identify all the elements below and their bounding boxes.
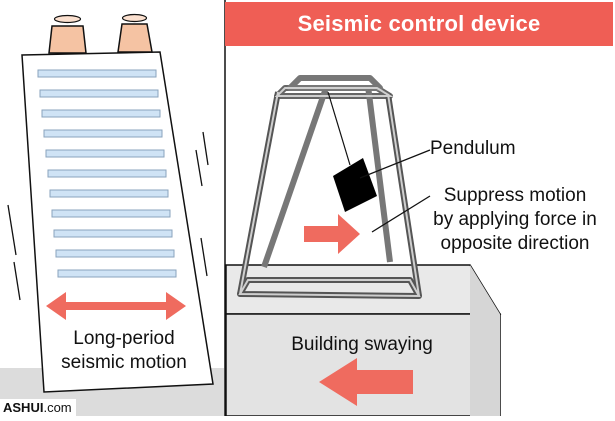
floor-side [470,265,500,416]
motion-line [7,204,17,256]
window-strip [47,169,167,178]
roof-pod-top [121,13,148,23]
motion-line [13,261,21,301]
suppress-motion-label: Suppress motion by applying force in opp… [420,184,610,256]
motion-line [200,237,208,277]
window-strip [53,229,173,238]
watermark-brand: ASHUI [3,400,44,415]
window-strip [49,189,169,198]
tower-frame [237,75,422,299]
long-period-label: Long-period seismic motion [40,327,208,375]
building-swaying-label: Building swaying [291,334,433,355]
suppress-line-3: opposite direction [440,233,590,254]
roof-pod [48,25,87,54]
window-strip [55,249,175,258]
sway-arrow-left [319,358,413,406]
suppress-line-2: by applying force in [433,209,597,230]
pendulum-string [327,91,351,166]
motion-line [202,131,209,166]
long-period-line-2: seismic motion [61,352,187,373]
window-strip [37,69,157,78]
pendulum-leader-line [359,149,431,179]
floor-block [225,264,502,417]
force-arrow-right [304,214,360,254]
double-arrow [46,292,186,320]
watermark: ASHUI.com [0,399,76,416]
floor-top [225,264,502,315]
window-strip [51,209,171,218]
window-strip [39,89,159,98]
pendulum [327,91,377,212]
window-strip [41,109,161,118]
watermark-suffix: .com [43,400,72,415]
roof-pod [117,23,153,53]
title-text: Seismic control device [297,11,541,36]
tall-building [7,13,214,393]
tower-frame-highlight [238,87,421,298]
pendulum-label: Pendulum [430,138,516,159]
long-period-line-1: Long-period [73,328,175,349]
suppress-leader-line [371,195,431,233]
pendulum-weight [333,158,377,212]
title-banner: Seismic control device [225,2,613,46]
motion-line [195,149,203,187]
suppress-line-1: Suppress motion [443,185,587,206]
window-strip [43,129,163,138]
window-strip [45,149,165,158]
floor-front [225,313,501,417]
window-strip [57,269,177,278]
roof-pod-top [53,14,82,24]
